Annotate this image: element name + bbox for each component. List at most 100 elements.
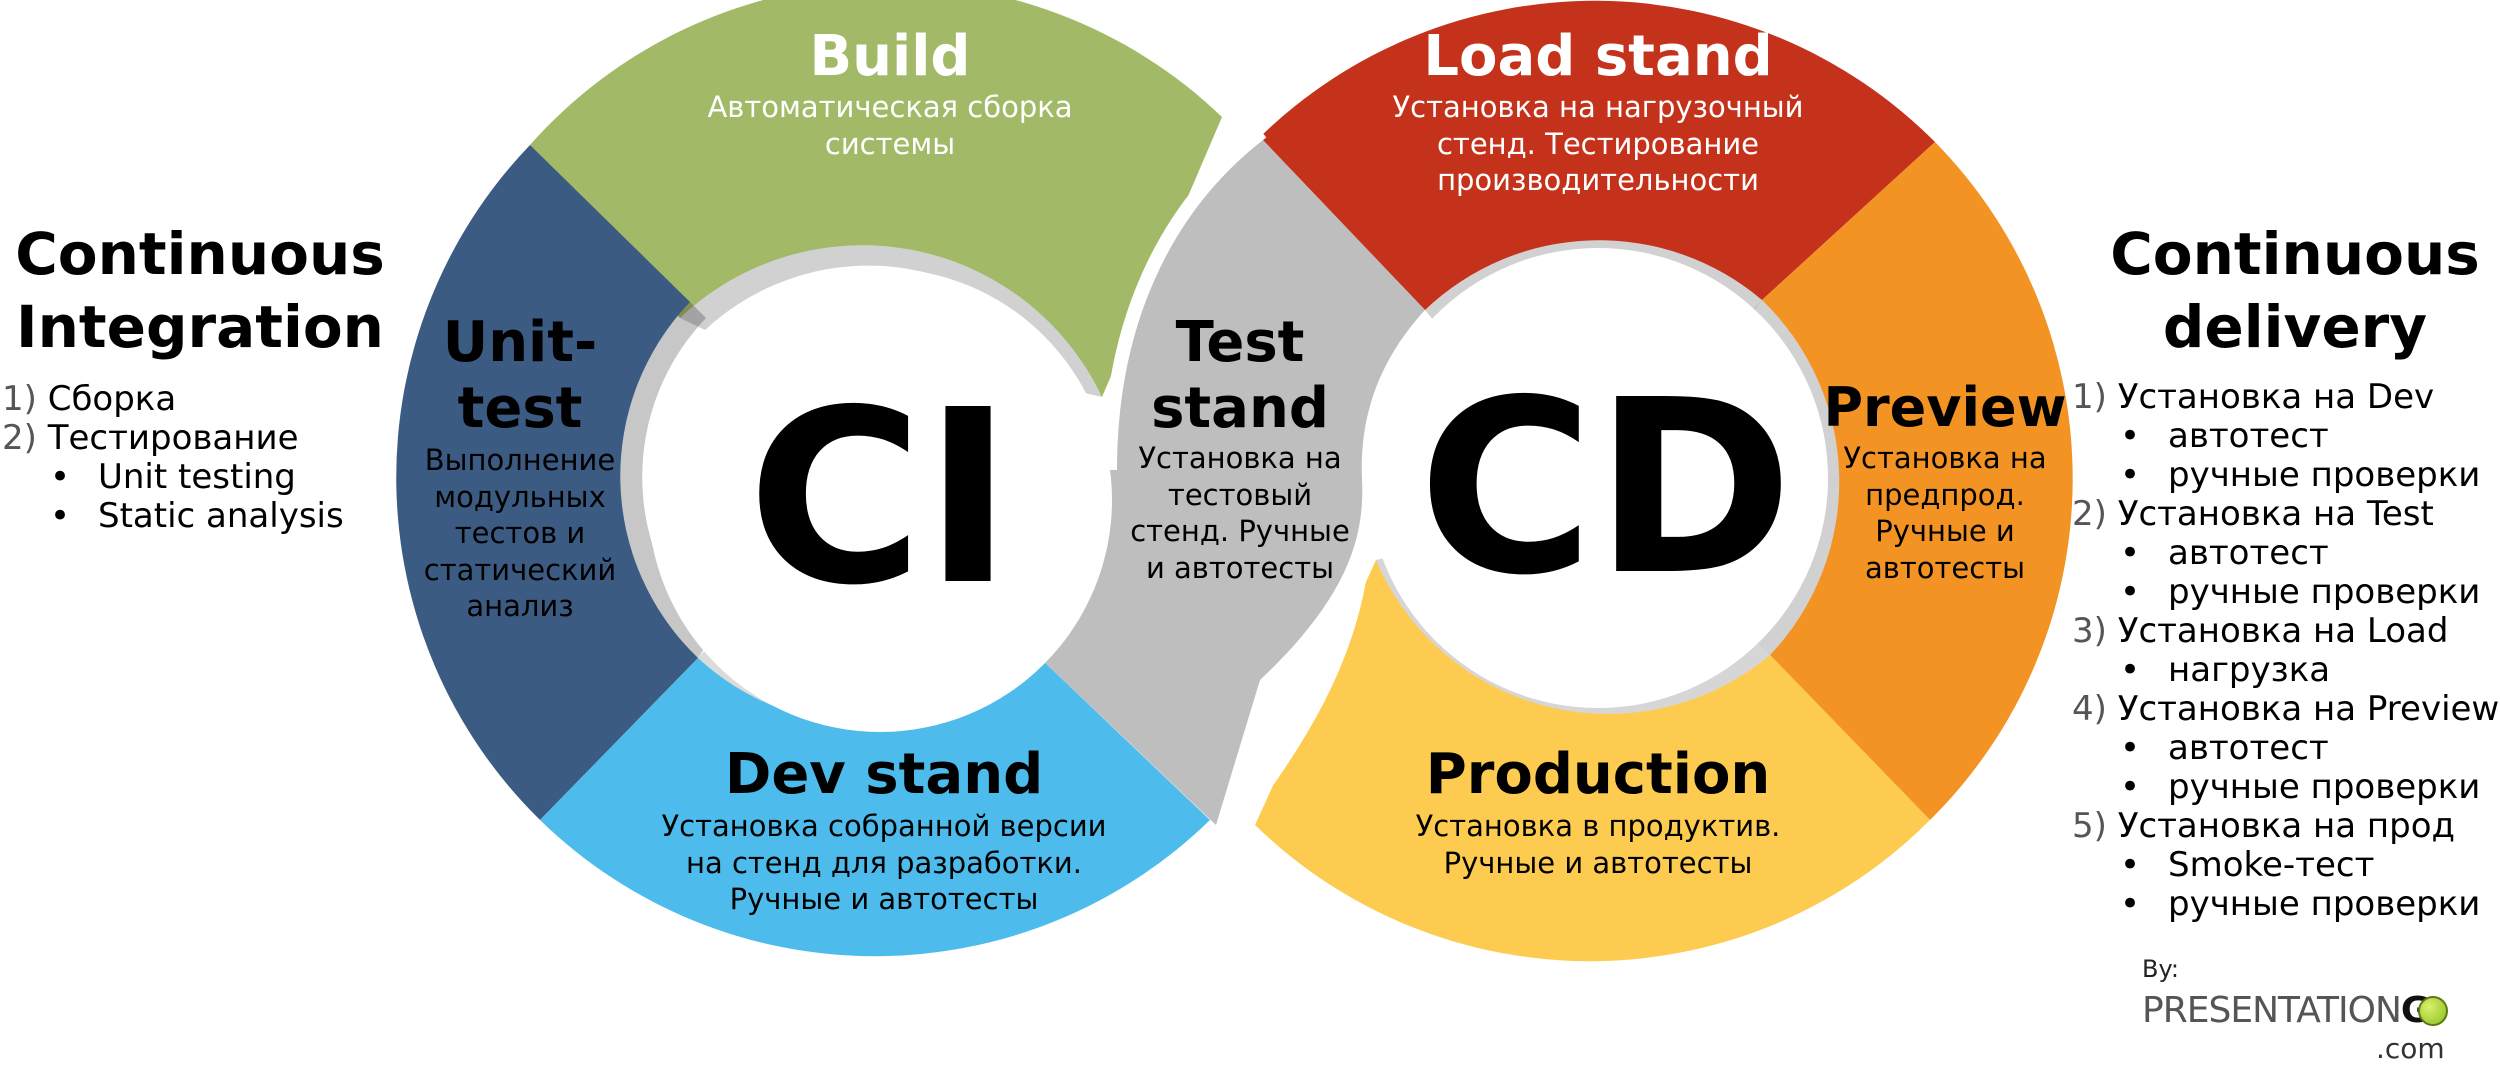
ci-inner-band-build (680, 245, 1102, 397)
unit-test-segment (396, 145, 698, 820)
logo-text: PRESENTATION (2142, 990, 2402, 1031)
unit-test-title: Unit- test (420, 310, 620, 442)
list-subitem: • Smoke-тест (2072, 846, 2499, 885)
preview-segment (1762, 142, 2073, 820)
build-segment (530, 0, 1222, 397)
bullet-icon: • (2120, 884, 2141, 924)
desc-line: анализ (466, 589, 574, 623)
desc-line: Установка на нагрузочный (1392, 90, 1804, 124)
title-line: test (457, 376, 583, 441)
list-item: 5) Установка на прод (2072, 807, 2499, 846)
list-subitem-label: Unit testing (98, 457, 296, 497)
crossover-gap-top (1103, 126, 1267, 471)
preview-title: Preview (1823, 376, 2067, 439)
bullet-icon: • (2120, 728, 2141, 768)
list-subitem-label: ручные проверки (2168, 572, 2481, 612)
desc-line: Установка на (1843, 441, 2047, 475)
list-item-label: Тестирование (47, 418, 299, 458)
list-item-number: 5) (2072, 806, 2107, 846)
title-line: stand (1151, 376, 1329, 441)
list-subitem-label: автотест (2168, 416, 2329, 456)
production-description: Установка в продуктив. Ручные и автотест… (1348, 808, 1848, 881)
desc-line: и автотесты (1145, 550, 1335, 585)
list-item-number: 3) (2072, 611, 2107, 651)
desc-line: Выполнение (424, 443, 616, 477)
unit-test-description: Выполнение модульных тестов и статически… (410, 442, 630, 625)
list-subitem-label: автотест (2168, 533, 2329, 573)
list-item-label: Установка на прод (2117, 806, 2456, 846)
cd-center-label: CD (1418, 348, 1794, 628)
bullet-icon: • (2120, 767, 2141, 807)
ci-center (648, 268, 1112, 732)
right-panel-title: Continuous delivery (2090, 218, 2500, 364)
desc-line: Ручные и (1875, 514, 2015, 548)
desc-line: Ручные и автотесты (729, 882, 1039, 916)
credit-by-label: By: (2142, 955, 2180, 983)
right-title-line1: Continuous (2110, 220, 2480, 288)
list-subitem: • автотест (2072, 729, 2499, 768)
bullet-icon: • (2120, 572, 2141, 612)
title-line: Test (1175, 310, 1305, 375)
list-item-number: 2) (2072, 494, 2107, 534)
logo-o-icon (2418, 996, 2448, 1026)
list-subitem-label: ручные проверки (2168, 455, 2481, 495)
list-subitem: •автотест (2072, 417, 2499, 456)
list-item-number: 1) (2072, 377, 2107, 417)
list-subitem-label: Static analysis (98, 496, 344, 536)
list-item-label: Сборка (47, 379, 177, 419)
list-item-label: Установка на Dev (2117, 377, 2435, 417)
build-title: Build (809, 24, 971, 89)
list-subitem: •Unit testing (2, 458, 344, 497)
list-item-label: Установка на Load (2117, 611, 2449, 651)
cd-inner-band-production (1376, 555, 1770, 714)
presentationgo-logo[interactable]: PRESENTATIONG (2142, 990, 2430, 1031)
bullet-icon: • (50, 496, 71, 536)
list-item-label: Установка на Test (2117, 494, 2434, 534)
load-stand-description: Установка на нагрузочный стенд. Тестиров… (1348, 89, 1848, 199)
desc-line: предпрод. (1865, 477, 2025, 512)
list-item: 1) Установка на Dev (2072, 378, 2499, 417)
bullet-icon: • (2120, 845, 2141, 885)
desc-line: стенд. Тестирование (1436, 126, 1760, 161)
list-subitem: •ручные проверки (2072, 456, 2499, 495)
load-stand-title: Load stand (1423, 24, 1773, 89)
desc-line: модульных (434, 479, 606, 514)
left-title-line2: Integration (16, 293, 384, 361)
desc-line: системы (824, 126, 956, 161)
ci-center-label: CI (747, 358, 1013, 638)
list-subitem-label: ручные проверки (2168, 767, 2481, 807)
dev-stand-title: Dev stand (724, 742, 1044, 807)
list-subitem: • нагрузка (2072, 651, 2499, 690)
title-line: Unit- (442, 310, 598, 375)
crossover-gap-bottom (1226, 559, 1369, 835)
desc-line: производительности (1437, 163, 1759, 197)
right-title-line2: delivery (2162, 293, 2428, 361)
production-segment (1255, 560, 1930, 962)
list-item: 2) Установка на Test (2072, 495, 2499, 534)
list-item-number: 1) (2, 379, 37, 419)
test-stand-title: Test stand (1140, 310, 1340, 442)
right-panel-list: 1) Установка на Dev • автотест • ручные пров… (2072, 378, 2499, 924)
list-item: 3) Установка на Load (2072, 612, 2499, 651)
list-subitem-label: автотест (2168, 728, 2329, 768)
list-subitem: • ручные проверки (2072, 885, 2499, 924)
list-subitem: • ручные проверки (2072, 768, 2499, 807)
list-item: 1) Сборка (2, 380, 344, 419)
list-item-label: Установка на Preview (2117, 689, 2500, 729)
dev-stand-description: Установка собранной версии на стенд для … (634, 808, 1134, 918)
cd-inner-band-load (1425, 240, 1762, 328)
list-subitem-label: Smoke-тест (2168, 845, 2375, 885)
desc-line: автотесты (1865, 550, 2025, 585)
load-stand-segment (1260, 0, 1935, 310)
list-subitem-label: ручные проверки (2168, 884, 2481, 924)
desc-line: Установка собранной версии (661, 809, 1107, 843)
list-subitem: • ручные проверки (2072, 573, 2499, 612)
left-panel-list: 1) Сборка 2) Тестирование •Unit testing … (2, 380, 344, 536)
desc-line: стенд. Ручные (1130, 514, 1350, 548)
left-title-line1: Continuous (15, 220, 385, 288)
bullet-icon: • (2120, 650, 2141, 690)
list-subitem: • Static analysis (2, 497, 344, 536)
list-item-number: 4) (2072, 689, 2107, 729)
list-subitem-label: нагрузка (2168, 650, 2331, 690)
